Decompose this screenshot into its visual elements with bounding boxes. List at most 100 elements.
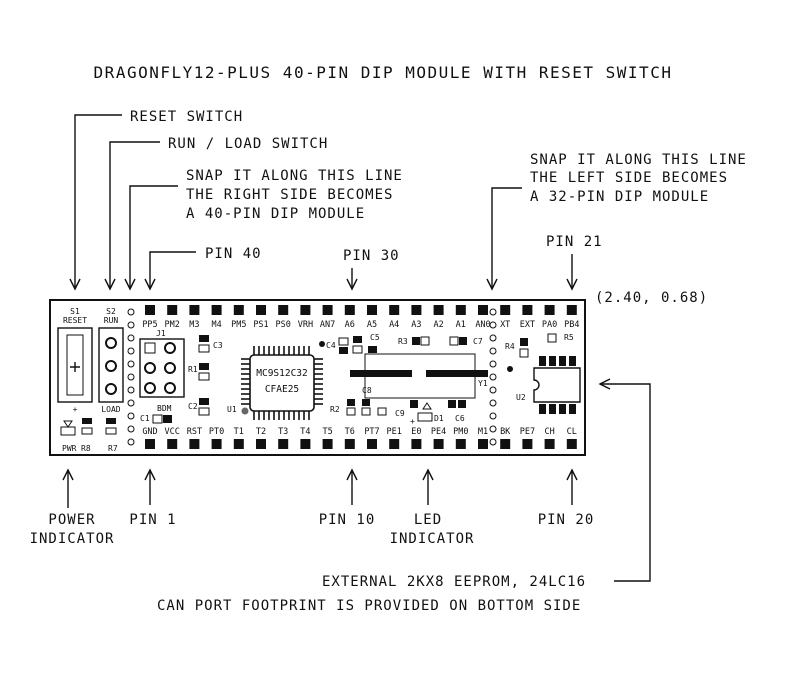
- bottom-pin-label: PE7: [520, 427, 535, 437]
- run-label: RUN: [104, 316, 119, 325]
- s2-label: S2: [106, 307, 116, 316]
- top-pin-label: M3: [189, 320, 199, 330]
- top-pin-pad: [211, 305, 222, 315]
- coordinates-label: (2.40, 0.68): [595, 290, 708, 306]
- indicator-label: INDICATOR: [30, 531, 115, 547]
- reset-switch: S1 RESET +: [57, 307, 93, 414]
- u2-label: U2: [516, 393, 526, 402]
- top-pin-pads: [145, 305, 577, 315]
- reset-switch-label: RESET SWITCH: [130, 109, 243, 125]
- pin10-label: PIN 10: [319, 512, 376, 528]
- s1-label: S1: [70, 307, 80, 316]
- d1-plus: +: [410, 417, 415, 426]
- r3-label: R3: [398, 337, 408, 346]
- top-pin-pad: [256, 305, 266, 315]
- bottom-pin-label: T6: [345, 427, 355, 437]
- bottom-pin-pad: [433, 439, 444, 449]
- run-load-switch-callout: RUN / LOAD SWITCH: [104, 136, 327, 291]
- snap-left-line3: A 32-PIN DIP MODULE: [530, 189, 709, 205]
- bottom-pin-label: T4: [300, 427, 310, 437]
- bottom-pin-label: PE4: [431, 427, 446, 437]
- bottom-pin-label: PT7: [364, 427, 379, 437]
- top-pin-pad: [145, 305, 155, 315]
- bottom-pin-label: PM0: [453, 427, 468, 437]
- bottom-pin-pad: [300, 439, 311, 449]
- top-pin-label: A2: [433, 320, 443, 330]
- bottom-pin-pads: [145, 439, 577, 449]
- pin21-callout: PIN 21: [546, 234, 602, 291]
- bottom-pin-pad: [478, 439, 488, 449]
- bottom-pin-pad: [522, 439, 533, 449]
- top-pin-label: XT: [500, 320, 510, 330]
- pin30-label: PIN 30: [343, 248, 400, 264]
- j1-label: J1: [156, 329, 166, 338]
- power-label: POWER: [48, 512, 95, 528]
- top-pin-label: A5: [367, 320, 377, 330]
- r5-label: R5: [564, 333, 574, 342]
- c1-label: C1: [140, 414, 150, 423]
- top-pin-pad: [411, 305, 422, 315]
- top-pin-pad: [478, 305, 488, 315]
- mcu-part-number: MC9S12C32: [256, 368, 307, 379]
- top-pin-label: A3: [411, 320, 421, 330]
- mcu-chip: MC9S12C32 CFAE25: [241, 341, 325, 420]
- c9-label: C9: [395, 409, 405, 418]
- c4-label: C4: [326, 341, 336, 350]
- pin30-callout: PIN 30: [343, 248, 400, 291]
- can-port-label: CAN PORT FOOTPRINT IS PROVIDED ON BOTTOM…: [157, 598, 581, 614]
- c5-label: C5: [370, 333, 380, 342]
- c7-label: C7: [473, 337, 483, 346]
- pin20-label: PIN 20: [538, 512, 595, 528]
- top-pin-label: EXT: [520, 320, 535, 330]
- top-pin-pad: [522, 305, 533, 315]
- top-pin-label: A1: [456, 320, 466, 330]
- bottom-pin-pad: [500, 439, 511, 449]
- top-pin-pad: [500, 305, 511, 315]
- top-pin-label: AN7: [320, 320, 335, 330]
- top-pin-pad: [344, 305, 355, 315]
- crystal: Y1 R3 C7 C8: [350, 336, 488, 399]
- r8-label: R8: [81, 444, 91, 453]
- y1-label: Y1: [478, 379, 488, 388]
- bottom-pin-label: RST: [187, 427, 202, 437]
- u1-ref: U1: [227, 405, 237, 414]
- top-pin-label: PS0: [276, 320, 291, 330]
- pin10-callout: PIN 10: [319, 468, 376, 528]
- bottom-pin-label: VCC: [165, 427, 180, 437]
- bottom-pin-label: BK: [500, 427, 511, 437]
- top-pin-pad: [278, 305, 289, 315]
- power-indicator-callout: POWER INDICATOR: [30, 468, 115, 547]
- reset-switch-callout: RESET SWITCH: [69, 109, 243, 291]
- bottom-pin-pad: [389, 439, 400, 449]
- bottom-pin-label: GND: [142, 427, 157, 437]
- top-pin-label: PM2: [165, 320, 180, 330]
- bottom-pin-label: PE1: [387, 427, 402, 437]
- load-label: LOAD: [101, 405, 120, 414]
- bottom-pin-pad: [256, 439, 266, 449]
- bottom-pin-label: M1: [478, 427, 488, 437]
- top-pin-pad: [189, 305, 200, 315]
- top-pin-pad: [233, 305, 244, 315]
- bottom-pin-pad: [566, 439, 577, 449]
- eeprom-label: EXTERNAL 2KX8 EEPROM, 24LC16: [322, 574, 586, 590]
- bottom-pin-label: T5: [322, 427, 332, 437]
- pin1-label: PIN 1: [129, 512, 176, 528]
- top-pin-label: VRH: [298, 320, 313, 330]
- top-pin-label: AN0: [475, 320, 490, 330]
- r1-label: R1: [188, 365, 198, 374]
- passives-center-top: C4 C5: [326, 333, 380, 354]
- c6-label: C6: [455, 414, 465, 423]
- bottom-pin-pad: [411, 439, 422, 449]
- c3-label: C3: [213, 341, 223, 350]
- bottom-pin-label: E0: [411, 427, 421, 437]
- top-pin-pad: [566, 305, 577, 315]
- top-pin-label: PB4: [564, 320, 579, 330]
- plus-mark: +: [73, 405, 78, 414]
- top-pin-label: PA0: [542, 320, 557, 330]
- led-indicator-callout: LED INDICATOR: [390, 468, 473, 547]
- bottom-pin-pad: [145, 439, 155, 449]
- top-pin-label: A6: [345, 320, 355, 330]
- snap-left-line1: SNAP IT ALONG THIS LINE: [530, 152, 747, 168]
